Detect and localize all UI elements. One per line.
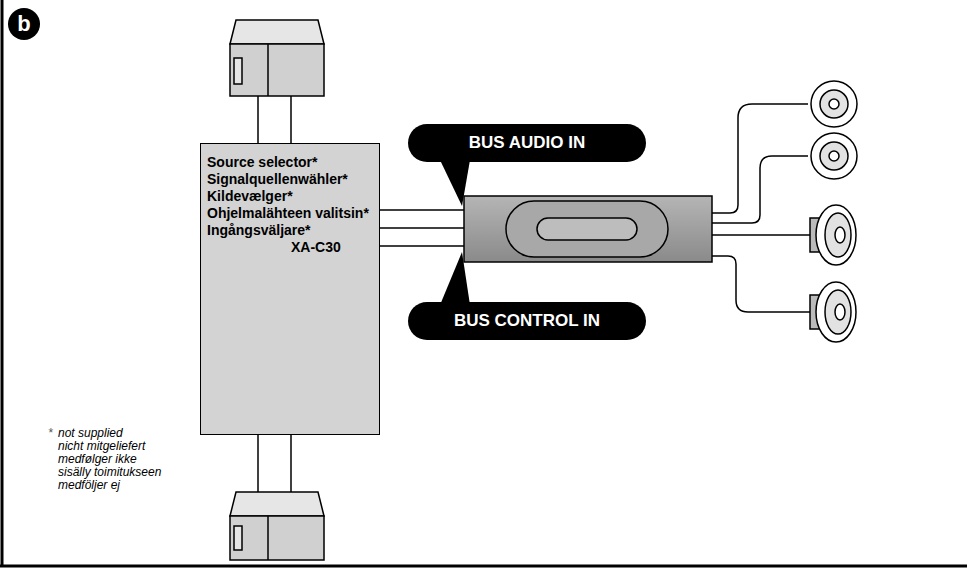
footnote-text: medföljer ej: [58, 479, 120, 492]
node-text: BUS AUDIO IN: [469, 133, 586, 153]
callout-pointer: [440, 160, 470, 206]
tweeter: [811, 81, 857, 179]
node-text: Source selector*: [207, 154, 373, 171]
node-text: Ingångsväljare*: [207, 222, 373, 239]
woofer: [810, 205, 856, 342]
footnote-mark: *: [48, 427, 53, 440]
node-text: Ohjelmalähteen valitsin*: [207, 205, 373, 222]
cd-changer: [230, 492, 324, 560]
amplifier: [464, 196, 712, 262]
speaker-wire: [712, 104, 810, 312]
footnote-text: not supplied: [58, 427, 123, 440]
footnote-text: medfølger ikke: [58, 453, 137, 466]
footnote-text: nicht mitgeliefert: [58, 440, 145, 453]
footnote-text: sisälly toimitukseen: [58, 466, 161, 479]
bus-callout: BUS CONTROL IN: [408, 302, 646, 340]
cd-changer: [230, 20, 324, 96]
node-text: Signalquellenwähler*: [207, 171, 373, 188]
callout-pointer: [440, 252, 470, 305]
node-text: XA-C30: [207, 239, 373, 256]
figure-letter: b: [8, 8, 40, 40]
source-selector-box: Source selector*Signalquellenwähler*Kild…: [200, 143, 380, 435]
node-text: BUS CONTROL IN: [454, 311, 600, 331]
bus-callout: BUS AUDIO IN: [408, 124, 646, 162]
node-text: Kildevælger*: [207, 188, 373, 205]
